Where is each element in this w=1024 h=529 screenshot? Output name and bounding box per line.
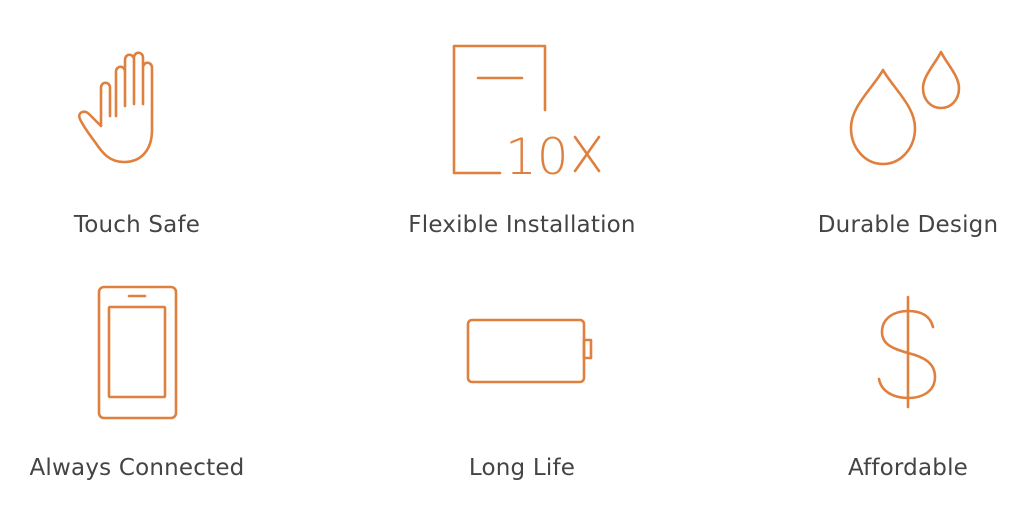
smartphone-icon bbox=[97, 285, 178, 420]
feature-label: Affordable bbox=[847, 455, 969, 481]
feature-label: Durable Design bbox=[817, 212, 999, 238]
dollar-icon bbox=[877, 295, 937, 409]
battery-icon bbox=[466, 318, 593, 384]
feature-long-life: Long Life bbox=[372, 245, 672, 505]
feature-label: Always Connected bbox=[29, 455, 245, 481]
feature-label: Touch Safe bbox=[73, 212, 201, 238]
feature-label: Long Life bbox=[468, 455, 576, 481]
hand-icon bbox=[78, 51, 154, 164]
panel-10-text: 10 bbox=[505, 128, 569, 186]
panel-10x-icon: 10 bbox=[452, 44, 601, 186]
feature-flexible-installation: 10 Flexible Installation bbox=[372, 0, 672, 260]
feature-affordable: Affordable bbox=[758, 245, 1024, 505]
feature-label: Flexible Installation bbox=[408, 212, 636, 238]
feature-always-connected: Always Connected bbox=[0, 245, 287, 505]
feature-durable-design: Durable Design bbox=[758, 0, 1024, 260]
water-drops-icon bbox=[849, 50, 961, 166]
feature-touch-safe: Touch Safe bbox=[0, 0, 287, 260]
